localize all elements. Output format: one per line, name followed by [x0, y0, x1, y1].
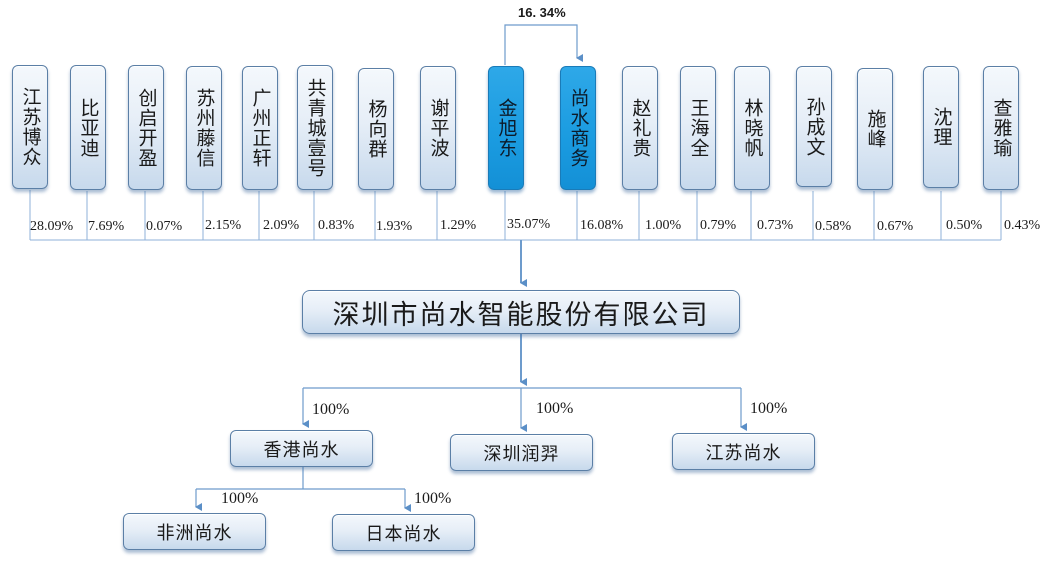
subsidiary-box[interactable]: 香港尚水 [230, 430, 373, 467]
shareholding-percent: 1.93% [376, 219, 413, 234]
shareholder-box[interactable]: 比亚迪 [70, 65, 106, 190]
shareholder-box[interactable]: 赵礼贵 [622, 66, 658, 190]
shareholding-percent: 2.15% [205, 218, 242, 233]
shareholding-percent: 1.00% [645, 218, 682, 233]
shareholding-percent: 28.09% [30, 219, 74, 234]
sub-subsidiary-percent: 100% [414, 490, 452, 507]
shareholder-box[interactable]: 王海全 [680, 66, 716, 190]
sub-subsidiary-box[interactable]: 日本尚水 [332, 514, 475, 551]
shareholder-box[interactable]: 查雅瑜 [983, 66, 1019, 190]
shareholding-percent: 0.07% [146, 219, 183, 234]
shareholder-box[interactable]: 广州正轩 [242, 66, 278, 190]
shareholding-percent: 0.79% [700, 218, 737, 233]
shareholder-box[interactable]: 林晓帆 [734, 66, 770, 190]
shareholder-box-controlling[interactable]: 尚水商务 [560, 66, 596, 190]
shareholder-box-controlling[interactable]: 金旭东 [488, 66, 524, 190]
cross-holding-percent: 16. 34% [518, 5, 566, 20]
shareholding-percent: 1.29% [440, 218, 477, 233]
shareholder-box[interactable]: 共青城壹号 [297, 65, 333, 190]
shareholder-box[interactable]: 苏州藤信 [186, 66, 222, 190]
shareholder-box[interactable]: 谢平波 [420, 66, 456, 190]
shareholder-box[interactable]: 施峰 [857, 68, 893, 190]
subsidiary-percent: 100% [750, 400, 788, 417]
shareholding-percent: 0.58% [815, 219, 852, 234]
shareholding-percent: 0.50% [946, 218, 983, 233]
shareholding-percent: 0.73% [757, 218, 794, 233]
shareholding-percent: 0.43% [1004, 218, 1041, 233]
subsidiary-box[interactable]: 深圳润羿 [450, 434, 593, 471]
shareholding-percent: 0.67% [877, 219, 914, 234]
sub-subsidiary-percent: 100% [221, 490, 259, 507]
sub-subsidiary-box[interactable]: 非洲尚水 [123, 513, 266, 550]
shareholding-percent: 35.07% [507, 217, 551, 232]
shareholder-box[interactable]: 江苏博众 [12, 65, 48, 189]
shareholder-box[interactable]: 孙成文 [796, 66, 832, 187]
shareholder-box[interactable]: 沈理 [923, 66, 959, 188]
subsidiary-box[interactable]: 江苏尚水 [672, 433, 815, 470]
company-box[interactable]: 深圳市尚水智能股份有限公司 [302, 290, 740, 334]
shareholder-box[interactable]: 创启开盈 [128, 65, 164, 190]
shareholding-percent: 2.09% [263, 218, 300, 233]
shareholder-box[interactable]: 杨向群 [358, 68, 394, 190]
subsidiary-percent: 100% [536, 400, 574, 417]
shareholding-percent: 0.83% [318, 218, 355, 233]
shareholding-percent: 16.08% [580, 218, 624, 233]
subsidiary-percent: 100% [312, 401, 350, 418]
shareholding-percent: 7.69% [88, 219, 125, 234]
